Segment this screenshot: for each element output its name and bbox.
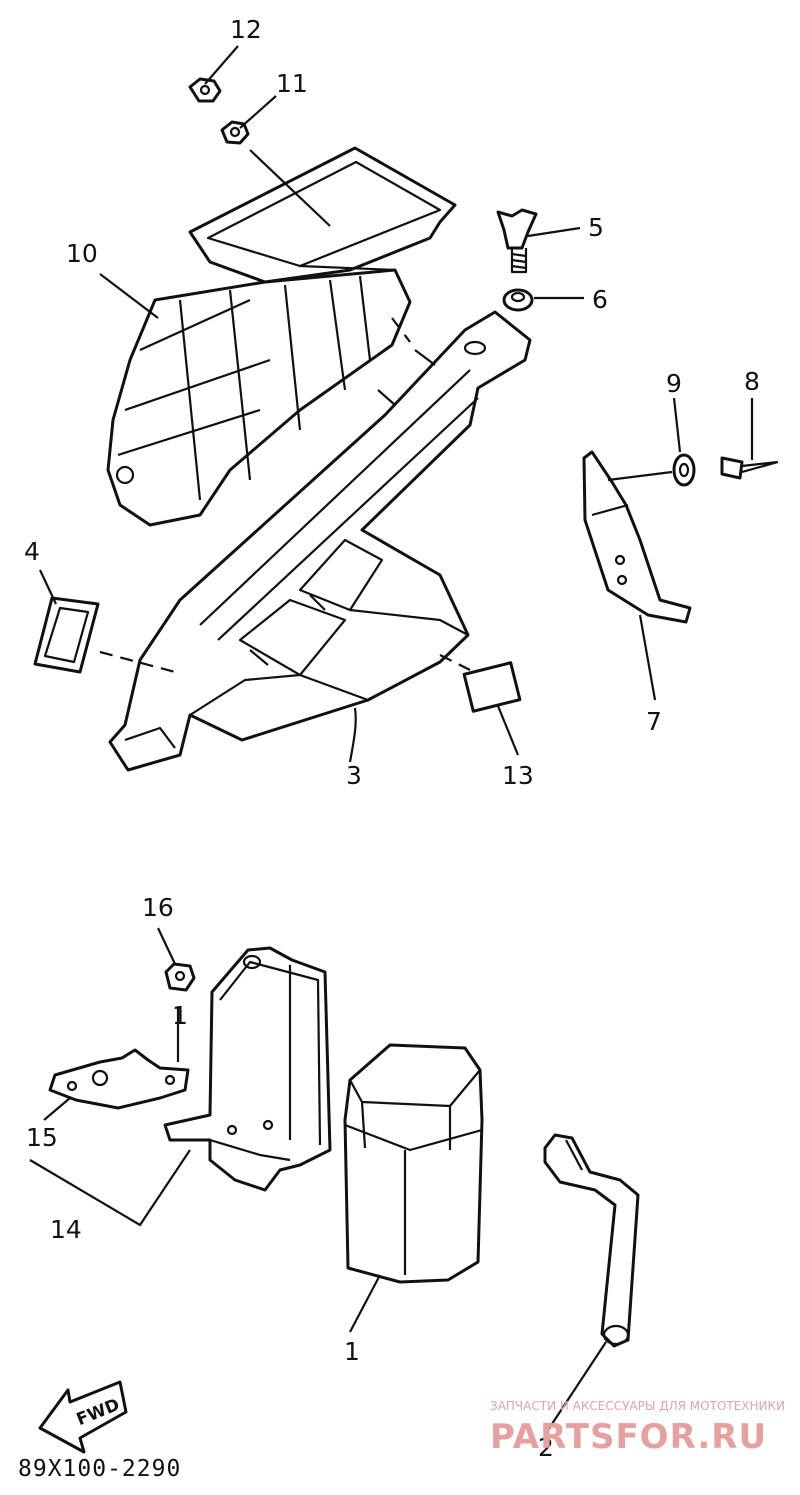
part-12-nut [188, 77, 222, 103]
part-10-air-box [106, 146, 457, 527]
callout-10: 10 [66, 239, 98, 268]
callout-1-battery: 1 [344, 1337, 360, 1366]
callout-12: 12 [230, 15, 262, 44]
part-2-battery-band [543, 1133, 640, 1348]
watermark-tagline: ЗАПЧАСТИ И АКСЕССУАРЫ ДЛЯ МОТОТЕХНИКИ [490, 1399, 785, 1413]
part-1-battery [343, 1043, 484, 1284]
part-9-collar [672, 453, 696, 487]
part-8-screw [720, 456, 779, 480]
part-4-gasket [33, 596, 100, 674]
callout-14: 14 [50, 1215, 82, 1244]
callout-2: 2 [538, 1433, 554, 1462]
callout-4: 4 [24, 537, 40, 566]
callout-numbers: 12 11 10 5 6 9 8 4 7 3 13 16 1 15 14 1 2 [24, 15, 760, 1462]
callout-8: 8 [744, 367, 760, 396]
part-6-grommet [502, 288, 534, 312]
callout-7: 7 [646, 707, 662, 736]
part-7-bracket [582, 450, 692, 624]
leader-lines [29, 45, 754, 1431]
part-16-nut [164, 962, 196, 992]
callout-3: 3 [346, 761, 362, 790]
part-15-plate [48, 1048, 190, 1110]
callout-1-bracket: 1 [172, 1001, 188, 1030]
part-5-wing-bolt [496, 208, 538, 274]
part-11-nut [220, 120, 250, 145]
callout-5: 5 [588, 213, 604, 242]
part-14-holder-bracket [163, 946, 332, 1192]
fwd-arrow: FWD [38, 1380, 128, 1454]
part-13-pad [462, 661, 522, 713]
callout-9: 9 [666, 369, 682, 398]
callout-13: 13 [502, 761, 534, 790]
watermark: ЗАПЧАСТИ И АКСЕССУАРЫ ДЛЯ МОТОТЕХНИКИ PA… [490, 1399, 785, 1457]
diagram-code: 89X100-2290 [18, 1456, 181, 1482]
callout-16: 16 [142, 893, 174, 922]
callout-15: 15 [26, 1123, 58, 1152]
callout-11: 11 [276, 69, 308, 98]
part-3-main-tray [108, 310, 532, 772]
watermark-brand: PARTSFOR.RU [490, 1417, 767, 1457]
callout-6: 6 [592, 285, 608, 314]
